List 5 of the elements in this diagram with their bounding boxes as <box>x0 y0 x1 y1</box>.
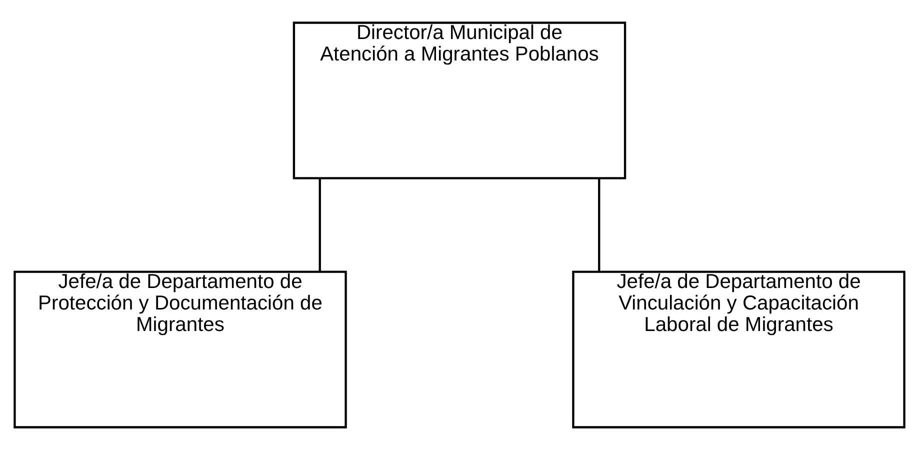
node-box: Director/a Municipal de Atención a Migrantes Poblanos <box>292 22 626 180</box>
connector <box>318 178 321 272</box>
node-box: Jefe/a de Departamento de Protección y Documentación de Migrantes <box>14 270 347 428</box>
node-box: Jefe/a de Departamento de Vinculación y Capacitación Laboral de Migrantes <box>572 270 906 428</box>
connector <box>598 178 600 272</box>
